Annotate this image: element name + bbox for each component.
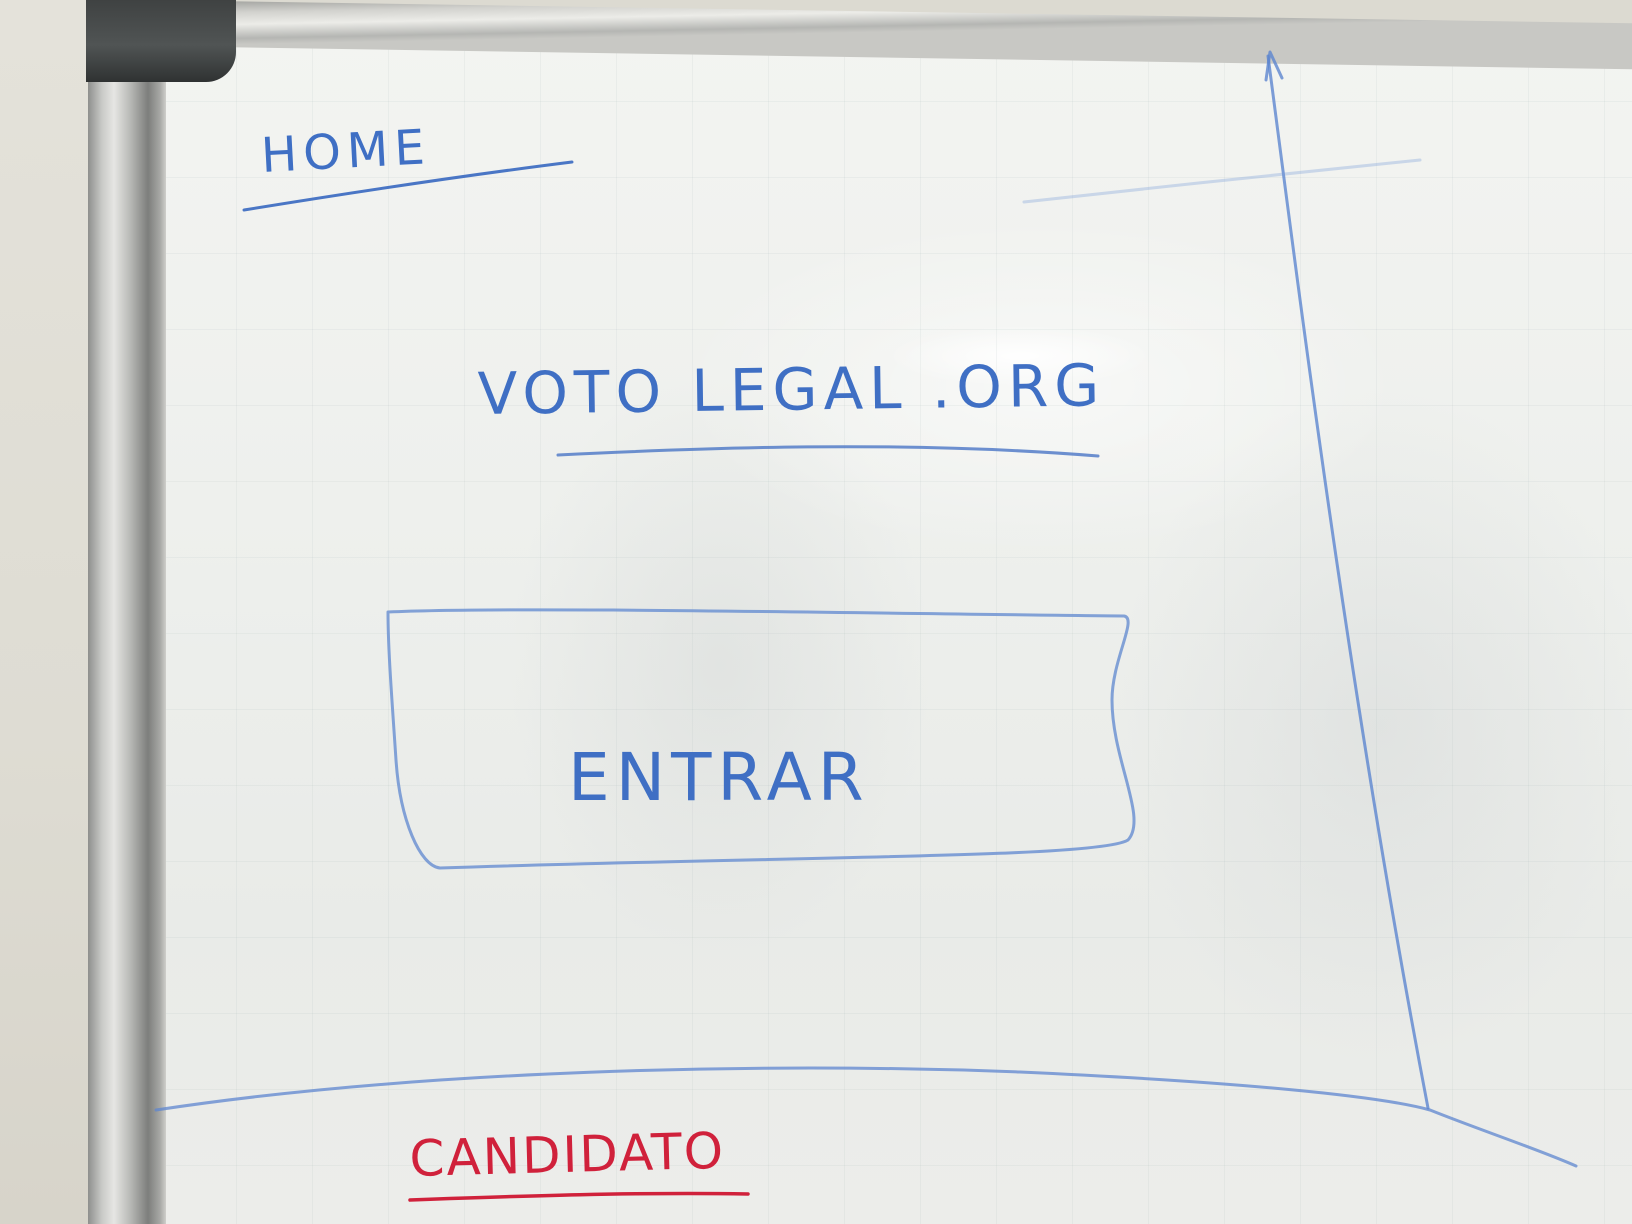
faint-top-line: [1022, 158, 1422, 204]
entrar-button-label: ENTRAR: [568, 739, 870, 816]
bottom-divider-line: [154, 1066, 1578, 1168]
home-underline: [242, 160, 574, 212]
wall: [0, 0, 100, 1224]
site-name: VOTO LEGAL .ORG: [477, 351, 1105, 428]
whiteboard-surface: [160, 26, 1632, 1224]
entrar-button-outline: [386, 608, 1136, 870]
whiteboard-frame-corner: [86, 0, 236, 82]
home-title: HOME: [260, 119, 432, 184]
site-name-underline: [556, 445, 1100, 458]
whiteboard-grid: [160, 26, 1632, 1224]
whiteboard-frame-left: [88, 30, 166, 1224]
arrow-head-icon: [1264, 50, 1284, 82]
candidato-underline: [408, 1191, 750, 1202]
right-divider-line: [1266, 54, 1430, 1110]
candidato-label: CANDIDATO: [409, 1122, 726, 1188]
